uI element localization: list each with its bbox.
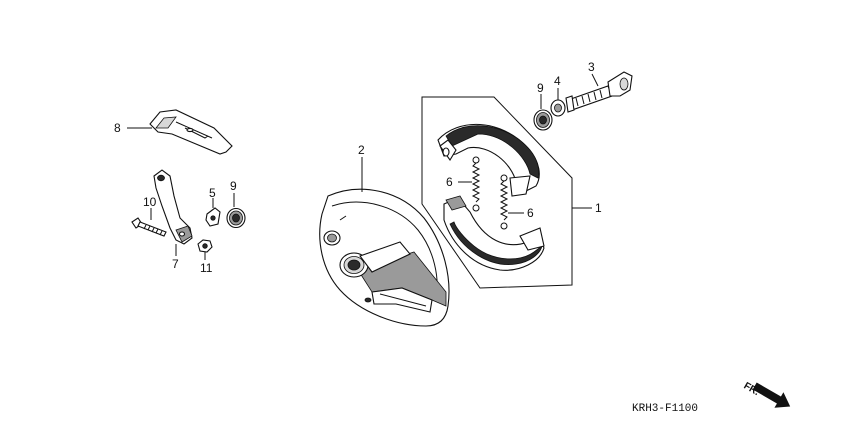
wear-indicator-part (205, 207, 221, 227)
front-direction-arrow: FR. (742, 381, 791, 408)
brake-arm-cover-part (149, 109, 233, 155)
diagram-code: KRH3-F1100 (632, 403, 698, 415)
leader-line-3 (591, 73, 599, 87)
callout-4: 4 (554, 74, 561, 88)
brake-shoe-upper-part (437, 123, 540, 197)
brake-cam-part (565, 71, 633, 113)
callout-5: 5 (209, 186, 216, 200)
brake-panel-part (319, 188, 450, 327)
callout-8: 8 (114, 121, 121, 135)
callout-6-right: 6 (527, 206, 534, 220)
spring-part-left (471, 156, 481, 212)
front-direction-label: FR. (742, 381, 762, 399)
seal-part-right (533, 109, 553, 131)
spring-part-right (499, 174, 509, 230)
seal-part-left (226, 207, 246, 229)
callout-9-left: 9 (230, 179, 237, 193)
callout-2: 2 (358, 143, 365, 157)
washer-part-4 (550, 99, 566, 117)
callout-11: 11 (200, 261, 213, 275)
callout-3: 3 (588, 60, 595, 74)
nut-part-11 (197, 239, 213, 253)
assembly-outline (421, 96, 573, 289)
callout-7: 7 (172, 257, 179, 271)
callout-9-right: 9 (537, 81, 544, 95)
callout-1: 1 (595, 201, 602, 215)
bolt-part-10 (131, 217, 167, 237)
callout-10: 10 (143, 195, 157, 209)
brake-arm-part (153, 169, 193, 245)
brake-shoe-lower-part (443, 195, 545, 271)
callout-6-left: 6 (446, 175, 453, 189)
